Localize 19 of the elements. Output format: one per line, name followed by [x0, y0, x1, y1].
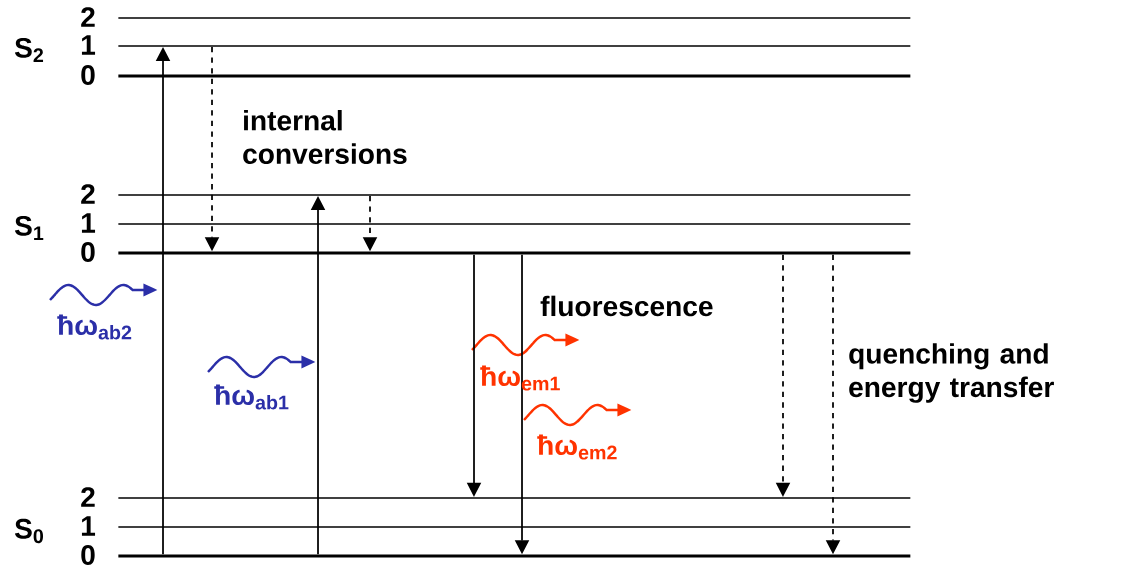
level-number: 2 [81, 487, 95, 507]
level-number: 0 [81, 242, 95, 262]
level-number: 1 [81, 213, 96, 233]
level-number: 1 [81, 516, 96, 536]
annotation: internal conversions [243, 109, 407, 164]
annotation: quenching and energy transfer [849, 343, 1054, 403]
photon-label: ħω$_{em2}$ [537, 434, 617, 460]
annotation: fluorescence [540, 295, 713, 317]
level-number: 2 [81, 184, 95, 204]
state-label: S$_{2}$ [14, 37, 44, 63]
level-number: 0 [81, 65, 95, 85]
level-number: 0 [81, 545, 95, 565]
state-label: S$_{1}$ [14, 215, 44, 241]
level-number: 2 [81, 7, 95, 27]
photon-label: ħω$_{ab1}$ [214, 384, 289, 410]
energy-level [118, 74, 911, 78]
photon-label: ħω$_{ab2}$ [57, 314, 132, 340]
state-label: S$_{0}$ [14, 518, 43, 544]
level-number: 1 [81, 35, 96, 55]
